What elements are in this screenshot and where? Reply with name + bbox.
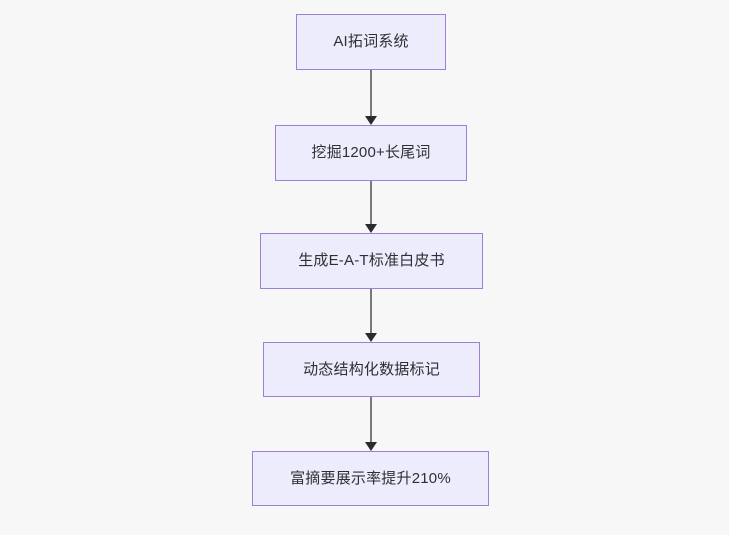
flowchart-node-rich-snippet-result[interactable]: 富摘要展示率提升210% (252, 451, 489, 506)
flowchart-node-structured-data-markup[interactable]: 动态结构化数据标记 (263, 342, 480, 397)
flowchart-edge-n1-n2 (370, 181, 372, 225)
node-label: 动态结构化数据标记 (303, 360, 440, 378)
node-label: 挖掘1200+长尾词 (311, 144, 431, 161)
flowchart-node-ai-keyword-system[interactable]: AI拓词系统 (296, 14, 446, 70)
flowchart-edge-n3-n4 (370, 397, 372, 443)
node-label: AI拓词系统 (333, 33, 409, 50)
node-label: 生成E-A-T标准白皮书 (298, 252, 445, 269)
flowchart-node-eat-whitepaper[interactable]: 生成E-A-T标准白皮书 (260, 233, 483, 289)
arrow-down-icon (365, 442, 377, 451)
arrow-down-icon (365, 116, 377, 125)
arrow-down-icon (365, 224, 377, 233)
arrow-down-icon (365, 333, 377, 342)
flowchart-edge-n0-n1 (370, 70, 372, 117)
flowchart-node-longtail-keywords[interactable]: 挖掘1200+长尾词 (275, 125, 467, 181)
node-label: 富摘要展示率提升210% (290, 469, 451, 487)
flowchart-edge-n2-n3 (370, 289, 372, 334)
